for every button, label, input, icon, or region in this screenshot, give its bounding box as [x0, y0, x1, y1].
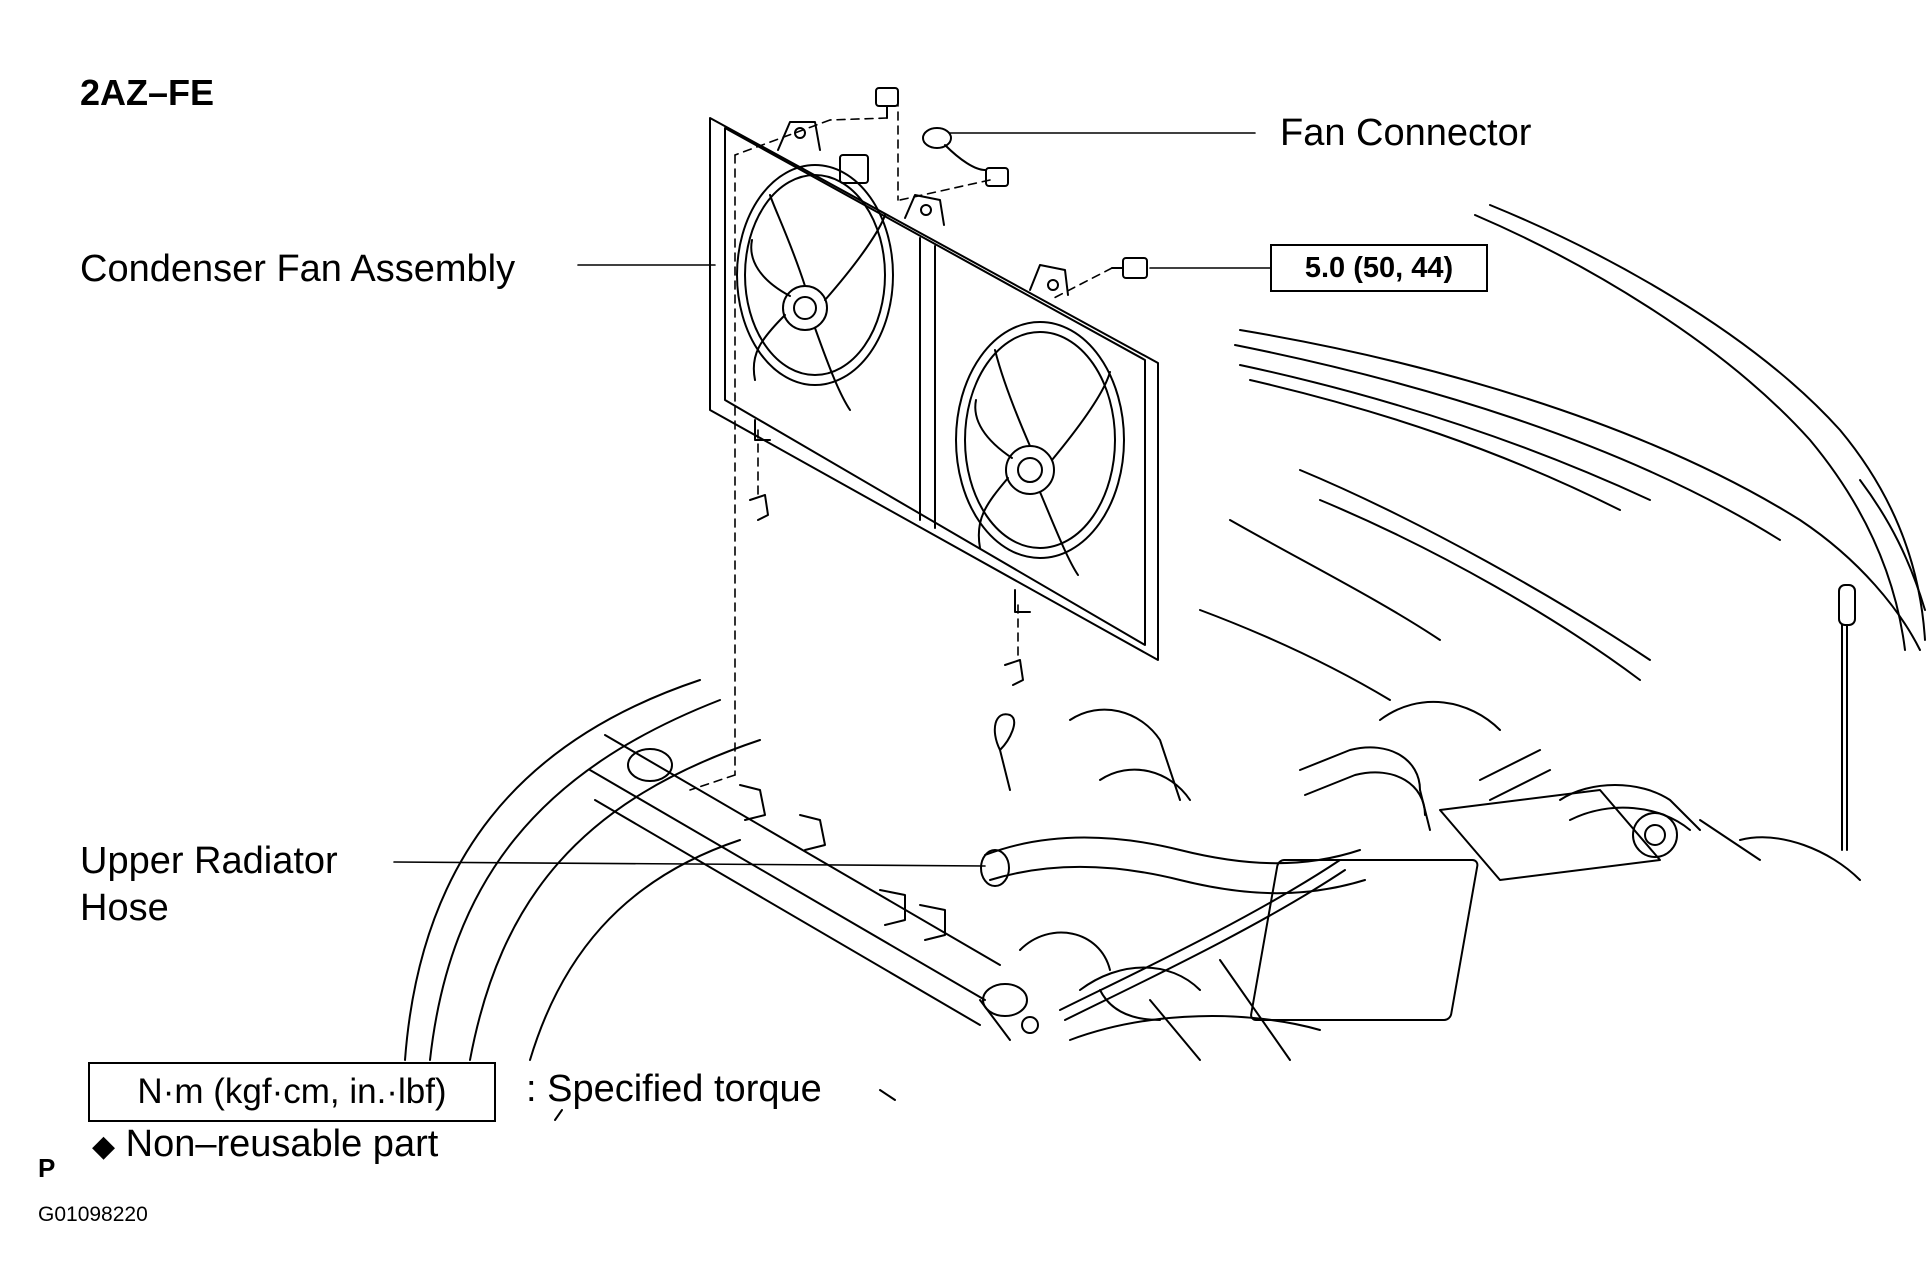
assembly-guide-lines — [690, 98, 1112, 790]
torque-spec-box: 5.0 (50, 44) — [1270, 244, 1488, 292]
condenser-fan-assembly-label: Condenser Fan Assembly — [80, 248, 516, 290]
non-reusable-legend-text: Non–reusable part — [125, 1123, 439, 1165]
hood-strut — [1839, 585, 1855, 850]
bottom-clip-right — [1005, 660, 1023, 685]
corner-mark: P — [38, 1153, 56, 1183]
fan-connector-drawing — [923, 128, 985, 170]
bolt-middle — [986, 168, 1008, 186]
leader-lines — [394, 133, 1270, 866]
fan-connector-label: Fan Connector — [1280, 112, 1532, 154]
upper-radiator-hose-label-line2: Hose — [80, 887, 169, 929]
left-fan-drawing — [737, 165, 893, 410]
upper-radiator-hose-label-line1: Upper Radiator — [80, 840, 338, 882]
torque-unit-legend-box: N·m (kgf·cm, in.·lbf) — [88, 1062, 496, 1122]
bolt-top — [876, 88, 898, 118]
engine-bay-drawing — [405, 205, 1925, 1060]
specified-torque-legend: : Specified torque — [526, 1068, 822, 1110]
bolt-torque — [1112, 258, 1147, 278]
torque-unit-legend-text: N·m (kgf·cm, in.·lbf) — [137, 1072, 447, 1111]
condenser-fan-assembly-drawing — [710, 118, 1158, 660]
engine-code-title: 2AZ–FE — [80, 72, 215, 113]
diamond-icon: ◆ — [92, 1130, 116, 1163]
torque-spec-value: 5.0 (50, 44) — [1304, 251, 1454, 284]
figure-id: G01098220 — [38, 1203, 148, 1226]
bottom-clip-left — [750, 495, 768, 520]
leader-upper-hose — [394, 862, 985, 866]
upper-radiator-hose-drawing — [981, 747, 1430, 893]
non-reusable-legend: ◆ Non–reusable part — [92, 1123, 438, 1166]
right-fan-drawing — [956, 322, 1124, 575]
